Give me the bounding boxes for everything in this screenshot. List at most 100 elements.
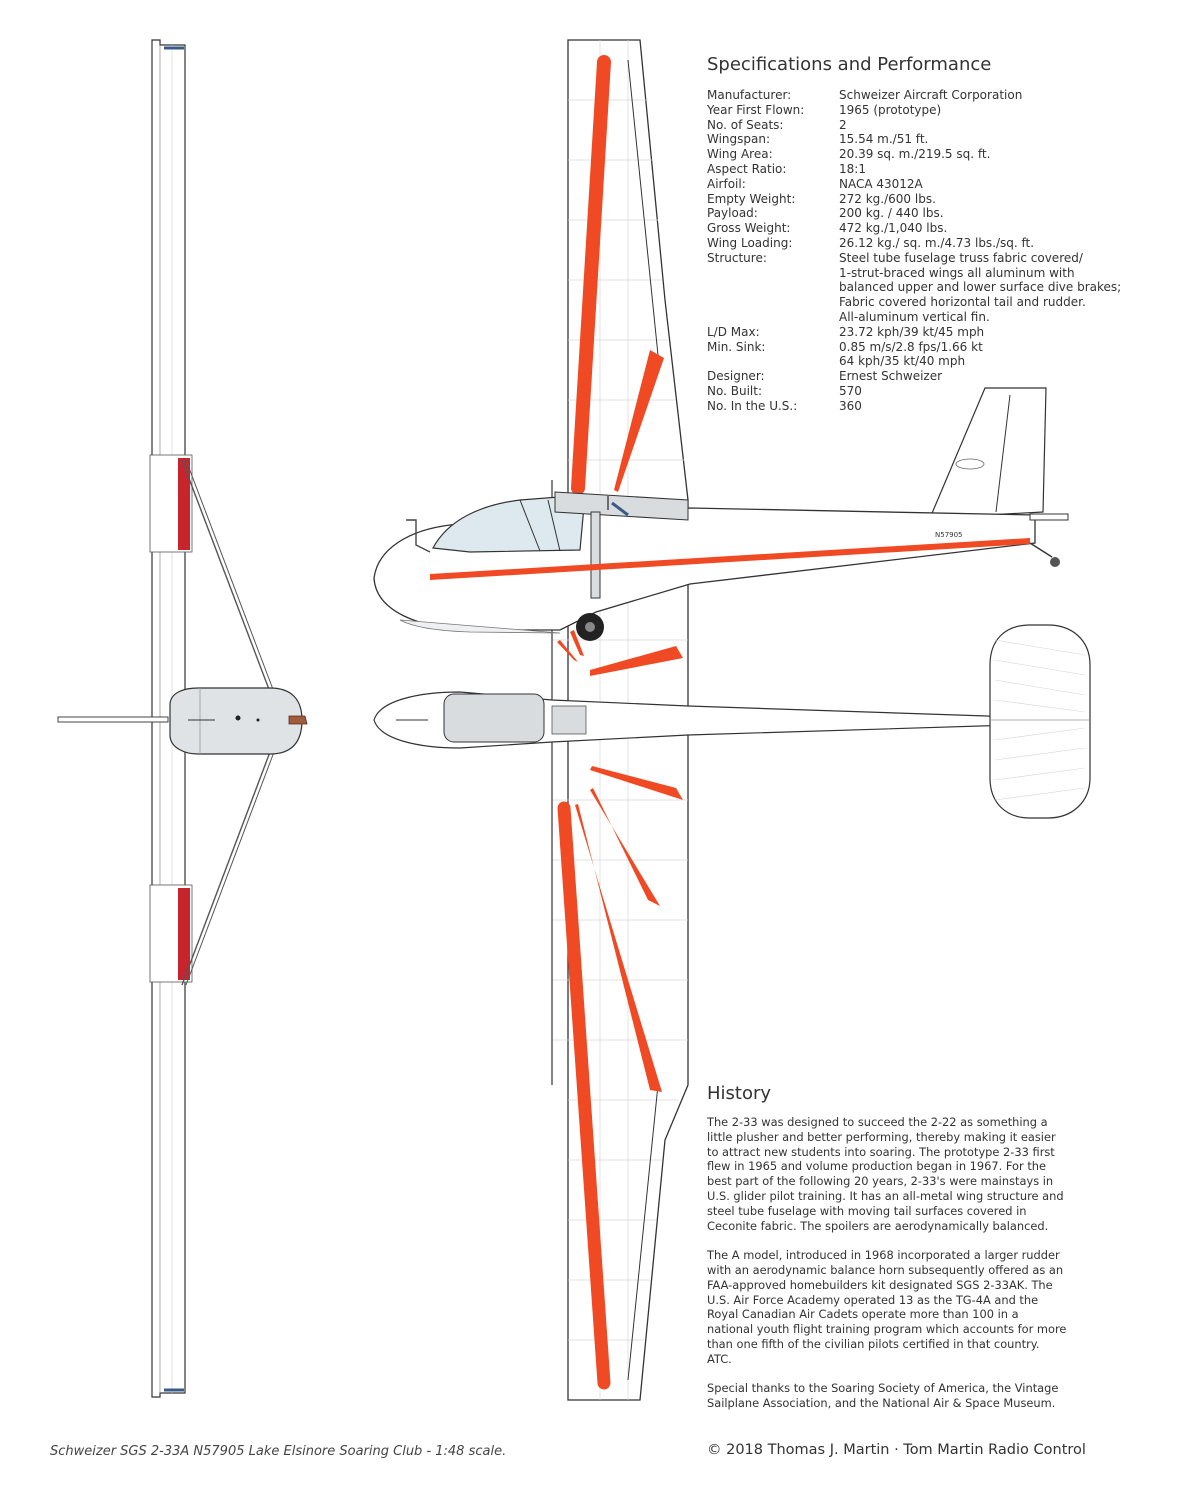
spec-value-line: 64 kph/35 kt/40 mph [839,354,966,369]
spec-value-line: 20.39 sq. m./219.5 sq. ft. [839,147,991,162]
spec-value-line: balanced upper and lower surface dive br… [839,280,1122,295]
top-view-canopy [443,693,545,743]
top-view-fuselage-group [373,624,1091,819]
front-view-nose-hook [288,715,308,725]
spec-value: 360 [839,399,1127,414]
spec-value-line: NACA 43012A [839,176,923,191]
side-view: N57905 [373,387,1069,641]
spec-label: Payload: [707,206,758,221]
spec-label: Wingspan: [707,132,771,147]
spec-label: Wing Loading: [707,235,793,250]
spec-value: Schweizer Aircraft Corporation [839,88,1127,103]
spec-value: 15.54 m./51 ft. [839,132,1127,147]
spec-value: 1965 (prototype) [839,103,1127,118]
spec-value: 20.39 sq. m./219.5 sq. ft. [839,147,1127,162]
spec-value-line: 23.72 kph/39 kt/45 mph [839,324,985,339]
front-view [57,39,308,1398]
side-view-registration: N57905 [935,531,963,539]
spec-value: 472 kg./1,040 lbs. [839,221,1127,236]
spec-label: Designer: [707,369,765,384]
stripe [614,350,664,492]
copyright-notice: © 2018 Thomas J. Martin · Tom Martin Rad… [707,1442,1086,1458]
spec-row: Designer: Ernest Schweizer [707,369,1127,384]
spec-label: L/D Max: [707,324,760,339]
spec-row: No. of Seats: 2 [707,118,1127,133]
front-view-stabilizer [57,716,169,723]
stripe [575,804,662,1092]
spec-row: Empty Weight: 272 kg./600 lbs. [707,192,1127,207]
spec-value: Steel tube fuselage truss fabric covered… [839,251,1127,325]
spec-value-line: Fabric covered horizontal tail and rudde… [839,295,1086,310]
spec-label: Manufacturer: [707,88,792,102]
spec-value: 272 kg./600 lbs. [839,192,1127,207]
spec-label: Airfoil: [707,176,746,191]
spec-value-line: All-aluminum vertical fin. [839,309,990,324]
spec-value-line: 15.54 m./51 ft. [839,132,929,147]
drawing-caption: Schweizer SGS 2-33A N57905 Lake Elsinore… [50,1444,507,1459]
spec-value-line: 272 kg./600 lbs. [839,191,936,206]
spec-label: Min. Sink: [707,339,766,354]
spec-value: 2 [839,118,1127,133]
history-text: The 2-33 was designed to succeed the 2-2… [707,1115,1067,1426]
specs-table: Manufacturer: Schweizer Aircraft Corporat… [707,88,1127,414]
front-view-strut-upper [181,459,271,693]
side-view-wing-root [554,491,689,521]
spec-row: L/D Max: 23.72 kph/39 kt/45 mph [707,325,1127,340]
spec-value-line: 18:1 [839,161,866,176]
stripe [557,801,611,1390]
spec-value: Ernest Schweizer [839,369,1127,384]
spec-label: Year First Flown: [707,102,805,117]
spec-row: Wing Loading: 26.12 kg./ sq. m./4.73 lbs.… [707,236,1127,251]
stripe [590,646,683,676]
side-view-stabilizer [1029,513,1069,521]
spec-value-line: 0.85 m/s/2.8 fps/1.66 kt [839,339,983,354]
history-paragraph: The A model, introduced in 1968 incorpor… [707,1248,1067,1366]
spec-value: 18:1 [839,162,1127,177]
spec-label: Structure: [707,250,767,265]
spec-value: 26.12 kg./ sq. m./4.73 lbs./sq. ft. [839,236,1127,251]
side-view-stripe [430,538,1030,580]
side-view-strut [590,511,601,599]
spec-row: Gross Weight:472 kg./1,040 lbs. [707,221,1127,236]
spec-label: Empty Weight: [707,191,796,206]
spec-value-line: Schweizer Aircraft Corporation [839,88,1023,102]
spec-value: 570 [839,384,1127,399]
spec-row: Payload: 200 kg. / 440 lbs. [707,206,1127,221]
spec-row: Airfoil: NACA 43012A [707,177,1127,192]
spec-value-line: 1965 (prototype) [839,102,942,117]
spec-value-line: Ernest Schweizer [839,369,943,384]
spec-row: Manufacturer: Schweizer Aircraft Corporat… [707,88,1127,103]
spec-value-line: 2 [839,117,847,132]
side-view-tail-wheel [1029,542,1053,558]
spec-value-line: 26.12 kg./ sq. m./4.73 lbs./sq. ft. [839,235,1035,250]
spec-row: Wing Area: 20.39 sq. m./219.5 sq. ft. [707,147,1127,162]
spec-label: No. of Seats: [707,117,784,132]
spec-value-line: 472 kg./1,040 lbs. [839,221,948,236]
side-view-fin [929,387,1047,519]
spec-row: No. Built: 570 [707,384,1127,399]
spec-row: Wingspan: 15.54 m./51 ft. [707,132,1127,147]
spec-label: Aspect Ratio: [707,161,787,176]
spec-label: No. Built: [707,383,762,398]
spec-label: Wing Area: [707,147,773,162]
spec-row: Year First Flown: 1965 (prototype) [707,103,1127,118]
side-view-fin-logo [955,458,985,470]
spec-value-line: 1-strut-braced wings all aluminum with [839,265,1075,280]
history-heading: History [707,1083,772,1104]
stripe [571,55,611,495]
spec-value: 23.72 kph/39 kt/45 mph [839,325,1127,340]
front-view-fuselage [169,687,303,755]
spec-row: Structure: Steel tube fuselage truss fabr… [707,251,1127,325]
spec-label: No. In the U.S.: [707,398,798,413]
spec-value: NACA 43012A [839,177,1127,192]
top-view-horizontal-tail [989,624,1091,819]
front-view-strut-lower [181,751,271,986]
spec-value-line: Steel tube fuselage truss fabric covered… [839,250,1083,265]
spec-value-line: 200 kg. / 440 lbs. [839,206,944,221]
spec-value-line: 360 [839,398,862,413]
specs-heading: Specifications and Performance [707,54,992,75]
spec-row: Aspect Ratio: 18:1 [707,162,1127,177]
